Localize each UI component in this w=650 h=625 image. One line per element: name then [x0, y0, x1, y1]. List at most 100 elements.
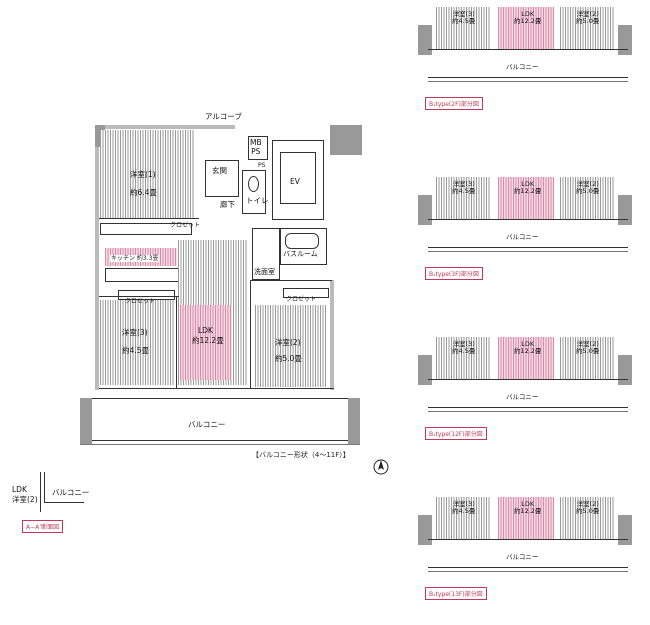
- variant-ldk-area: [498, 497, 554, 539]
- balcony-outer-line: [80, 440, 360, 441]
- variant-bedroom2-area: [560, 177, 615, 219]
- variant-balcony-label: バルコニー: [506, 233, 539, 241]
- closet-2-label: クロゼット: [286, 296, 317, 303]
- variant-bedroom2-area: [560, 497, 615, 539]
- ldk-area: [180, 305, 232, 380]
- bathroom-area: [280, 228, 327, 265]
- variant-column-left: [418, 195, 432, 225]
- ldk-size: 約12.2畳: [192, 336, 224, 345]
- variant-column-right: [618, 195, 632, 225]
- entrance-area: [205, 160, 239, 197]
- variant-rail-line: [428, 251, 628, 252]
- variant-bedroom3-label: 洋室(3)約4.5畳: [452, 180, 476, 195]
- bathtub: [285, 233, 319, 249]
- variant-column-right: [618, 25, 632, 55]
- variant-wall-line: [428, 49, 628, 50]
- section-bedroom2: 洋室(2): [12, 495, 38, 504]
- wall-right: [330, 280, 334, 390]
- balcony-inner-line: [80, 398, 360, 399]
- mbps-label: MB PS: [250, 138, 262, 156]
- variant-wall-line: [428, 219, 628, 220]
- variant-bedroom2-label: 洋室(2)約5.0畳: [576, 180, 600, 195]
- variant-ldk-area: [498, 7, 554, 49]
- wall-left: [95, 125, 99, 390]
- variant-caption-3: B₁type(12F)部分図: [425, 427, 487, 440]
- variant-balcony-label: バルコニー: [506, 63, 539, 71]
- variant-column-left: [418, 515, 432, 545]
- variant-bedroom2-area: [560, 337, 615, 379]
- ev-car: [280, 152, 316, 204]
- bedroom1-area: [100, 130, 195, 218]
- section-wall: [40, 472, 41, 512]
- variant-balcony-line: [428, 77, 628, 78]
- variant-ldk-area: [498, 337, 554, 379]
- wall-bottom: [99, 388, 334, 389]
- variant-bedroom3-label: 洋室(3)約4.5畳: [452, 500, 476, 515]
- entrance-label: 玄関: [212, 166, 227, 175]
- wall-v1: [176, 296, 177, 388]
- variant-bedroom2-label: 洋室(2)約5.0畳: [576, 10, 600, 25]
- bedroom1-label: 洋室(1): [130, 170, 156, 179]
- variant-column-right: [618, 355, 632, 385]
- balcony-shape-note: 【バルコニー形状（4〜11F）】: [252, 451, 350, 459]
- bedroom2-area: [255, 305, 327, 387]
- closet-3: [118, 290, 175, 300]
- ps-label: PS: [258, 162, 266, 169]
- washroom-area: [252, 228, 280, 280]
- balcony-rail: [80, 444, 360, 445]
- balcony-end-left: [80, 398, 92, 444]
- variant-bedroom2-label: 洋室(2)約5.0畳: [576, 500, 600, 515]
- variant-balcony-line: [428, 247, 628, 248]
- kitchen-label: キッチン 約3.3畳: [110, 255, 160, 262]
- variant-bedroom3-label: 洋室(3)約4.5畳: [452, 10, 476, 25]
- variant-balcony-label: バルコニー: [506, 393, 539, 401]
- main-floor-plan: 洋室(1) 約6.4畳 クロゼット キッチン 約3.3畳 洋室(3) 約4.5畳…: [60, 100, 380, 470]
- variant-rail-line: [428, 571, 628, 572]
- variant-bedroom3-area: [436, 7, 491, 49]
- variant-ldk-area: [498, 177, 554, 219]
- closet-3-label: クロゼット: [125, 298, 156, 305]
- compass-icon: [372, 458, 390, 476]
- bedroom1-size: 約6.4畳: [130, 188, 157, 197]
- alcove-label: アルコーブ: [205, 112, 242, 121]
- section-floor: [44, 502, 84, 503]
- section-balcony: バルコニー: [52, 488, 90, 497]
- bedroom3-label: 洋室(3): [122, 328, 148, 337]
- variant-column-left: [418, 25, 432, 55]
- ev-shaft: [272, 140, 324, 220]
- section-ldk: LDK: [12, 485, 27, 494]
- bathroom-label: バスルーム: [283, 250, 318, 258]
- balcony-label: バルコニー: [188, 420, 226, 429]
- bedroom3-area: [100, 300, 175, 385]
- variant-wall-line: [428, 539, 628, 540]
- wall-top: [95, 125, 235, 129]
- variant-column-right: [618, 515, 632, 545]
- variant-caption-1: B₁type(2F)部分図: [425, 97, 483, 110]
- variant-bedroom3-label: 洋室(3)約4.5畳: [452, 340, 476, 355]
- section-diagram: LDK 洋室(2) バルコニー: [10, 470, 120, 530]
- ldk-label: LDK: [198, 326, 213, 335]
- variant-balcony-line: [428, 567, 628, 568]
- bedroom2-label: 洋室(2): [275, 338, 301, 347]
- closet-1: [100, 223, 192, 235]
- toilet-bowl: [248, 176, 259, 192]
- variant-bedroom2-area: [560, 7, 615, 49]
- washroom-label: 洗面室: [254, 268, 275, 276]
- variant-balcony-label: バルコニー: [506, 553, 539, 561]
- variant-caption-4: B₁type(13F)部分図: [425, 587, 487, 600]
- variant-wall-line: [428, 379, 628, 380]
- mbps-box: [248, 136, 268, 160]
- balcony-end-right: [348, 398, 360, 444]
- variant-balcony-line: [428, 407, 628, 408]
- wall-v2: [250, 280, 251, 388]
- bedroom2-size: 約5.0畳: [275, 354, 302, 363]
- section-caption: A−A’断面図: [22, 520, 64, 533]
- variant-rail-line: [428, 411, 628, 412]
